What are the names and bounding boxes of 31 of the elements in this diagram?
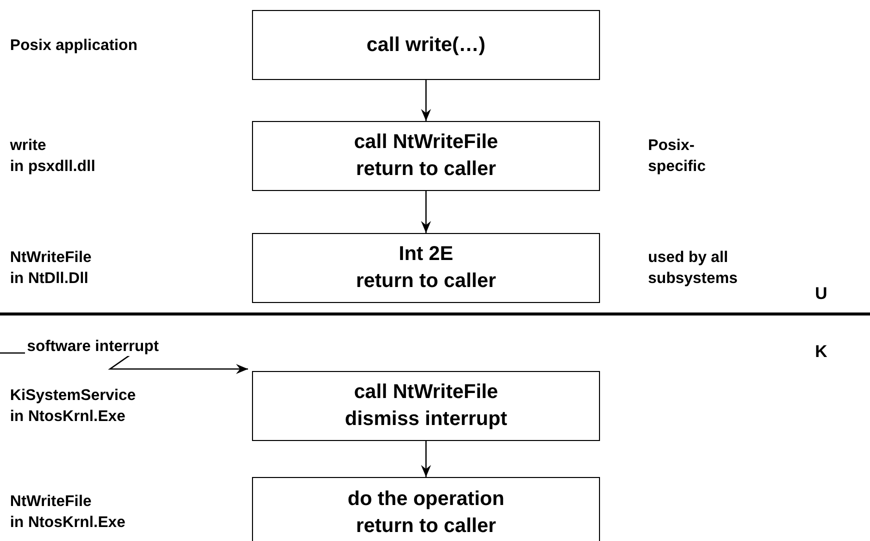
arrow: [421, 441, 431, 477]
arrow: [421, 80, 431, 121]
text-label: in NtDll.Dll: [10, 269, 88, 289]
text-label: in psxdll.dll: [10, 157, 96, 177]
box-text: return to caller: [356, 514, 496, 539]
text-label: NtWriteFile: [10, 492, 92, 512]
box-text: do the operation: [348, 487, 504, 512]
process-box: [252, 477, 600, 541]
box-text: call NtWriteFile: [354, 130, 498, 155]
process-box: [252, 121, 600, 191]
text-label: in NtosKrnl.Exe: [10, 407, 126, 427]
text-label: write: [10, 136, 46, 156]
side-note: Posix-specific: [648, 136, 707, 177]
box-text: dismiss interrupt: [344, 407, 508, 432]
text-label: NtWriteFile: [10, 248, 92, 268]
box-text: return to caller: [356, 157, 496, 182]
text-label: in NtosKrnl.Exe: [10, 513, 126, 533]
arrow: [421, 191, 431, 233]
box-text: call NtWriteFile: [354, 380, 498, 405]
edge-label: software interrupt: [25, 338, 161, 356]
text-label: K: [815, 341, 828, 362]
text-label: Posix application: [10, 36, 138, 56]
process-box: [252, 233, 600, 303]
box-text: Int 2E: [398, 242, 454, 267]
box-text: call write(…): [366, 32, 486, 58]
process-box: [252, 371, 600, 441]
side-note: used by all subsystems: [648, 248, 739, 289]
box-text: return to caller: [356, 269, 496, 294]
process-box: [252, 10, 600, 80]
text-label: U: [815, 283, 828, 304]
text-label: KiSystemService: [10, 386, 136, 406]
